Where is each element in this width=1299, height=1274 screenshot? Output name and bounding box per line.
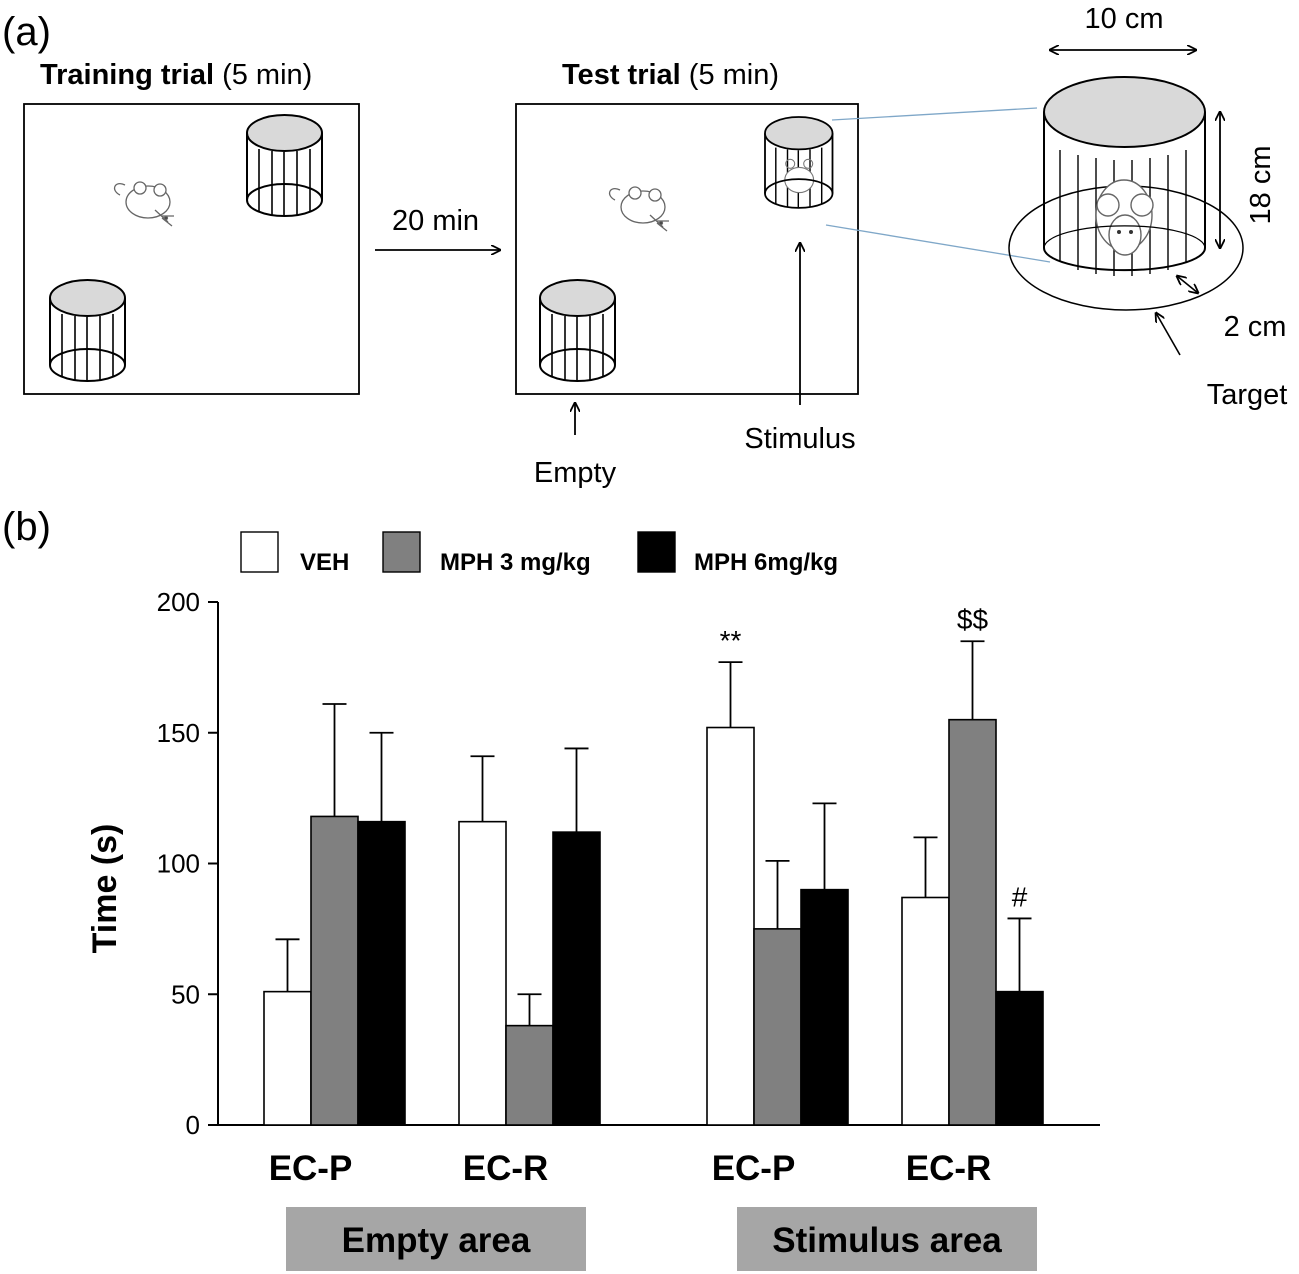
stimulus-label: Stimulus [744,423,855,455]
target-label: Target [1207,379,1288,411]
significance-annotation: ** [720,625,742,656]
group-label-box [737,1207,1037,1271]
legend-label: MPH 3 mg/kg [440,549,591,576]
ring-dimension-arrow [1177,276,1198,293]
training-title-bold: Training trial [40,59,214,91]
x-tick-label: EC-R [906,1149,992,1188]
group-label: Empty area [342,1221,531,1260]
height-dimension-label: 18 cm [1245,146,1277,225]
y-tick-label: 150 [157,718,200,748]
test-arena [515,103,859,395]
bar [800,888,849,1126]
significance-annotation: # [1012,881,1028,912]
mouse-icon [608,186,669,232]
group-label: Stimulus area [772,1221,1002,1260]
empty-label: Empty [534,457,617,489]
width-dimension-label: 10 cm [1085,3,1164,35]
y-axis-label: Time (s) [86,824,124,954]
stimulus-cage-icon [764,116,834,209]
training-title-duration: (5 min) [222,59,312,91]
group-label-box [286,1207,586,1271]
bar [995,990,1044,1126]
legend-label: MPH 6mg/kg [694,549,838,576]
zoom-line [825,224,1051,263]
training-trial-title: Training trial (5 min) [40,59,312,91]
legend-label: VEH [300,549,349,576]
enlarged-cage-icon [1008,76,1244,311]
bar [357,820,406,1126]
zoom-line [831,107,1038,121]
training-arena [23,103,360,395]
panel-a-label: (a) [2,10,51,54]
x-tick-label: EC-P [712,1149,796,1188]
y-tick-label: 50 [171,979,200,1009]
panel-b-label: (b) [2,505,51,549]
legend-swatch [382,531,421,573]
y-tick-label: 200 [157,587,200,617]
bar [310,815,359,1126]
test-title-bold: Test trial [562,59,681,91]
target-arrow [1156,313,1181,356]
x-tick-label: EC-R [463,1149,549,1188]
legend: VEH MPH 3 mg/kg MPH 6mg/kg [240,531,838,576]
y-tick-label: 0 [186,1110,200,1140]
bar [552,831,601,1126]
significance-annotation: $$ [957,604,989,635]
legend-swatch [240,531,279,573]
legend-swatch [637,531,676,573]
cage-icon [49,279,126,382]
test-trial-title: Test trial (5 min) [562,59,779,91]
y-tick-label: 100 [157,849,200,879]
x-tick-label: EC-P [269,1149,353,1188]
bar [901,896,950,1126]
bar [458,820,507,1126]
cage-icon [246,114,323,217]
delay-label: 20 min [392,205,479,237]
mouse-icon [113,181,174,227]
bar [753,928,802,1126]
bar [263,990,312,1126]
bar [505,1024,554,1126]
bar [706,726,755,1126]
empty-cage-icon [539,279,616,382]
test-title-duration: (5 min) [689,59,779,91]
ring-dimension-label: 2 cm [1224,311,1287,343]
bar [948,718,997,1126]
